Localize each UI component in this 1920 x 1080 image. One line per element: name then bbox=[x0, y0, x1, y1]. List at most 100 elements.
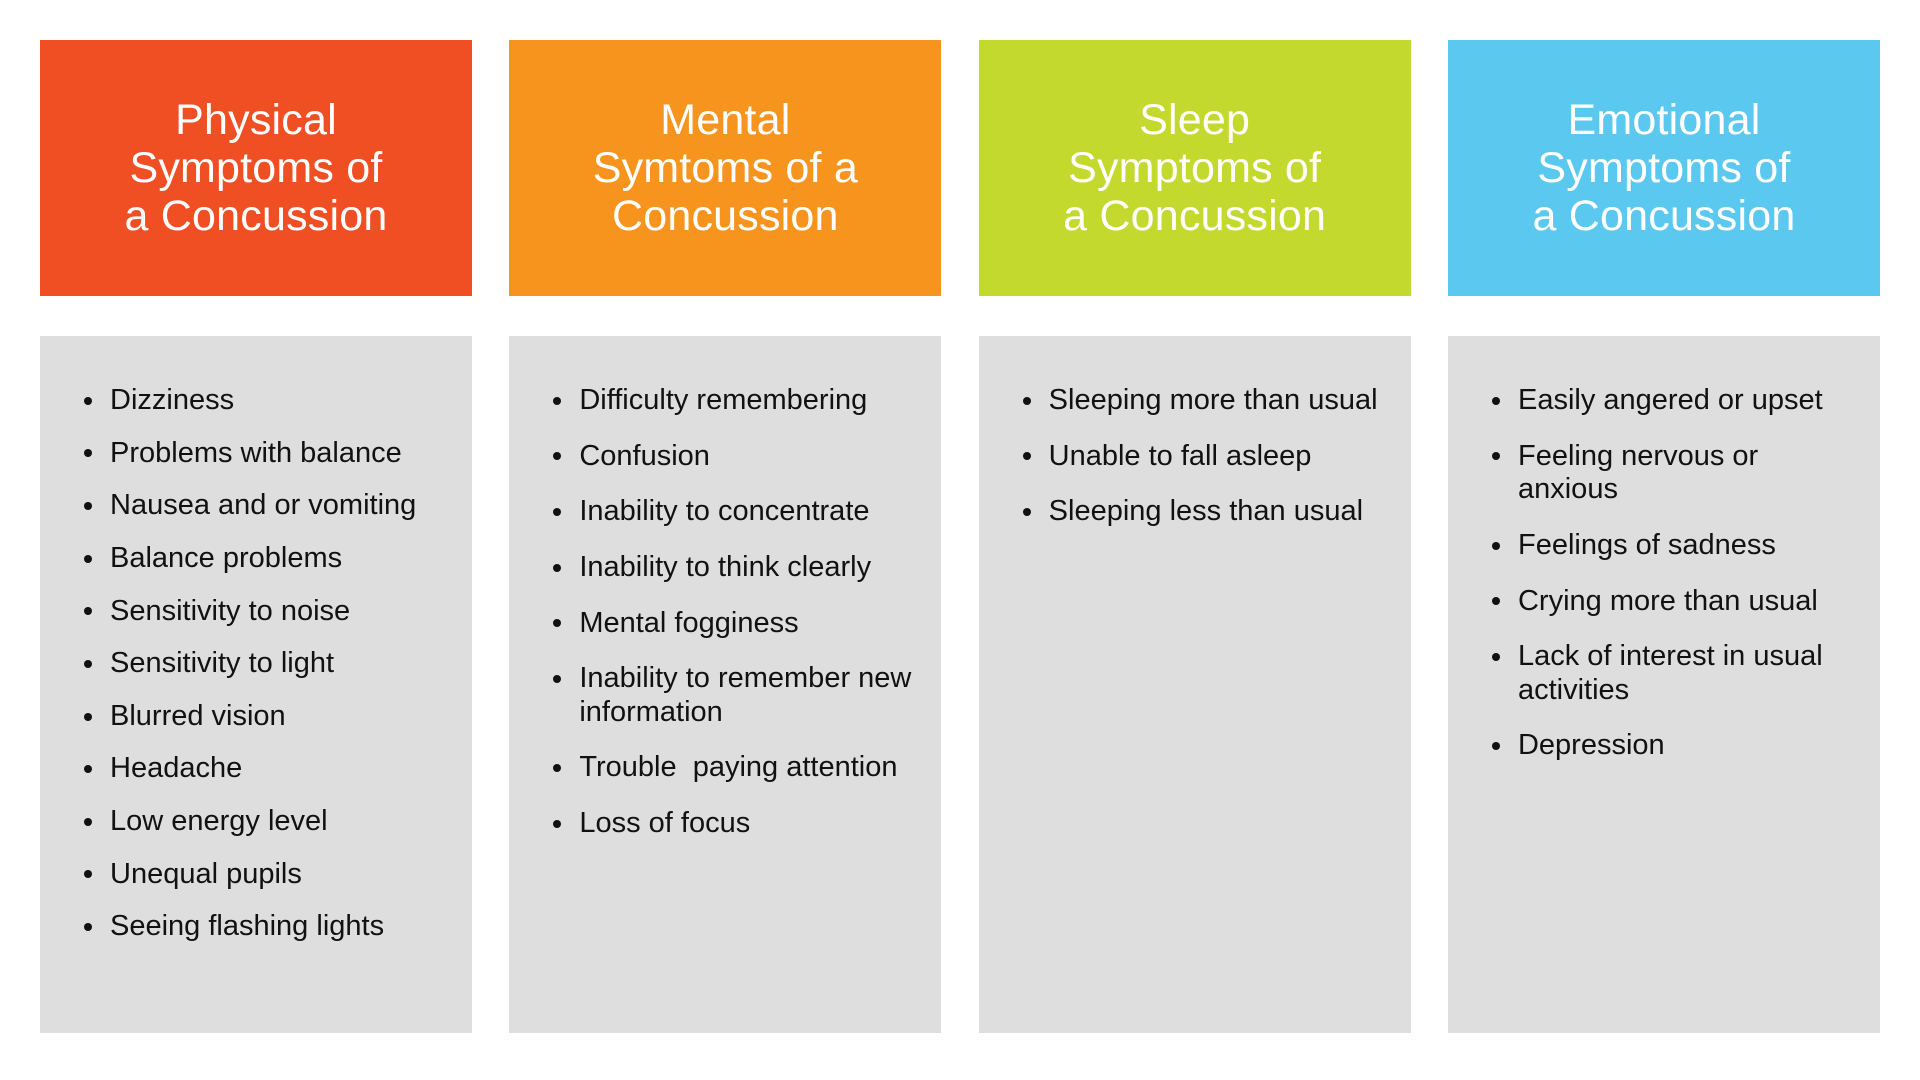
list-item: Balance problems bbox=[66, 542, 446, 576]
symptom-label: Unequal pupils bbox=[110, 857, 302, 890]
bullet-icon bbox=[553, 819, 562, 828]
column-header-title: Emotional Symptoms of a Concussion bbox=[1532, 95, 1796, 241]
symptom-label: Problems with balance bbox=[110, 436, 402, 469]
list-item: Dizziness bbox=[66, 384, 446, 418]
list-item: Unequal pupils bbox=[66, 858, 446, 892]
symptom-label: Nausea and or vomiting bbox=[110, 489, 417, 522]
symptom-label: Unable to fall asleep bbox=[1048, 439, 1312, 472]
column-header-emotional: Emotional Symptoms of a Concussion bbox=[1447, 40, 1880, 296]
symptom-label: Sleeping less than usual bbox=[1048, 495, 1364, 528]
bullet-icon bbox=[84, 659, 92, 668]
list-item: Feeling nervous or anxious bbox=[1474, 440, 1854, 507]
column-header-title: Mental Symtoms of a Concussion bbox=[592, 95, 858, 241]
bullet-icon bbox=[553, 396, 562, 405]
symptom-label: Easily angered or upset bbox=[1517, 384, 1823, 416]
list-item: Sleeping less than usual bbox=[1005, 495, 1385, 529]
symptom-label: Sensitivity to noise bbox=[110, 594, 351, 627]
list-item: Inability to think clearly bbox=[535, 551, 915, 585]
symptom-label: Depression bbox=[1517, 729, 1665, 762]
list-item: Depression bbox=[1474, 729, 1854, 763]
symptom-label: Sleeping more than usual bbox=[1048, 384, 1378, 416]
list-item: Seeing flashing lights bbox=[66, 910, 446, 944]
symptom-label: Seeing flashing lights bbox=[110, 910, 385, 943]
symptom-label: Blurred vision bbox=[110, 699, 286, 732]
column-header-title: Sleep Symptoms of a Concussion bbox=[1063, 95, 1327, 241]
bullet-icon bbox=[84, 607, 92, 616]
symptom-label: Inability to remember new information bbox=[579, 662, 920, 728]
column-header-title: Physical Symptoms of a Concussion bbox=[124, 95, 388, 241]
list-item: Blurred vision bbox=[66, 700, 446, 734]
symptom-label: Trouble paying attention bbox=[579, 751, 898, 784]
bullet-icon bbox=[1022, 508, 1031, 516]
symptom-label: Loss of focus bbox=[579, 807, 751, 839]
column-header-physical: Physical Symptoms of a Concussion bbox=[40, 40, 472, 296]
list-item: Inability to remember new information bbox=[535, 662, 915, 729]
bullet-icon bbox=[1022, 396, 1031, 405]
symptom-label: Sensitivity to light bbox=[110, 647, 335, 680]
bullet-icon bbox=[84, 817, 92, 826]
bullet-icon bbox=[1491, 742, 1500, 751]
symptom-label: Headache bbox=[110, 752, 243, 785]
bullet-icon bbox=[1491, 452, 1500, 461]
bullet-icon bbox=[1491, 396, 1500, 405]
list-item: Loss of focus bbox=[535, 807, 915, 841]
column-header-sleep: Sleep Symptoms of a Concussion bbox=[978, 40, 1411, 296]
list-item: Mental fogginess bbox=[535, 607, 915, 641]
bullet-icon bbox=[84, 449, 92, 458]
list-item: Difficulty remembering bbox=[535, 384, 915, 418]
list-item: Crying more than usual bbox=[1474, 585, 1854, 619]
symptom-label: Confusion bbox=[579, 439, 710, 472]
bullet-icon bbox=[84, 502, 92, 510]
bullet-icon bbox=[84, 712, 92, 721]
list-item: Feelings of sadness bbox=[1474, 529, 1854, 563]
list-item: Problems with balance bbox=[66, 437, 446, 471]
symptom-label: Balance problems bbox=[110, 541, 343, 574]
symptom-label: Feelings of sadness bbox=[1517, 528, 1776, 561]
bullet-icon bbox=[553, 674, 562, 683]
list-item: Low energy level bbox=[66, 805, 446, 839]
symptom-label: Inability to think clearly bbox=[579, 550, 872, 583]
bullet-icon bbox=[84, 870, 92, 879]
bullet-icon bbox=[84, 765, 92, 774]
column-header-mental: Mental Symtoms of a Concussion bbox=[509, 40, 942, 296]
bullet-icon bbox=[553, 452, 562, 461]
symptom-label: Mental fogginess bbox=[579, 606, 799, 639]
symptom-label: Lack of interest in usual activities bbox=[1517, 640, 1831, 706]
symptom-label: Dizziness bbox=[110, 384, 235, 416]
bullet-icon bbox=[553, 619, 562, 628]
list-item: Easily angered or upset bbox=[1474, 384, 1854, 418]
list-item: Sleeping more than usual bbox=[1005, 384, 1385, 418]
bullet-icon bbox=[1022, 452, 1031, 461]
bullet-icon bbox=[1491, 597, 1500, 606]
bullet-icon bbox=[553, 508, 562, 516]
symptom-label: Crying more than usual bbox=[1517, 584, 1818, 617]
symptom-label: Low energy level bbox=[110, 805, 328, 837]
list-item: Trouble paying attention bbox=[535, 751, 915, 785]
bullet-icon bbox=[84, 554, 92, 563]
list-item: Lack of interest in usual activities bbox=[1474, 640, 1854, 707]
bullet-icon bbox=[1491, 652, 1500, 661]
list-item: Sensitivity to noise bbox=[66, 595, 446, 629]
list-item: Nausea and or vomiting bbox=[66, 489, 446, 523]
symptom-label: Feeling nervous or anxious bbox=[1517, 439, 1767, 506]
list-item: Confusion bbox=[535, 440, 915, 474]
bullet-icon bbox=[553, 563, 562, 572]
list-item: Sensitivity to light bbox=[66, 647, 446, 681]
list-item: Unable to fall asleep bbox=[1005, 440, 1385, 474]
bullet-icon bbox=[84, 923, 92, 931]
bullet-icon bbox=[84, 396, 92, 405]
list-item: Headache bbox=[66, 752, 446, 786]
bullet-icon bbox=[553, 764, 562, 773]
